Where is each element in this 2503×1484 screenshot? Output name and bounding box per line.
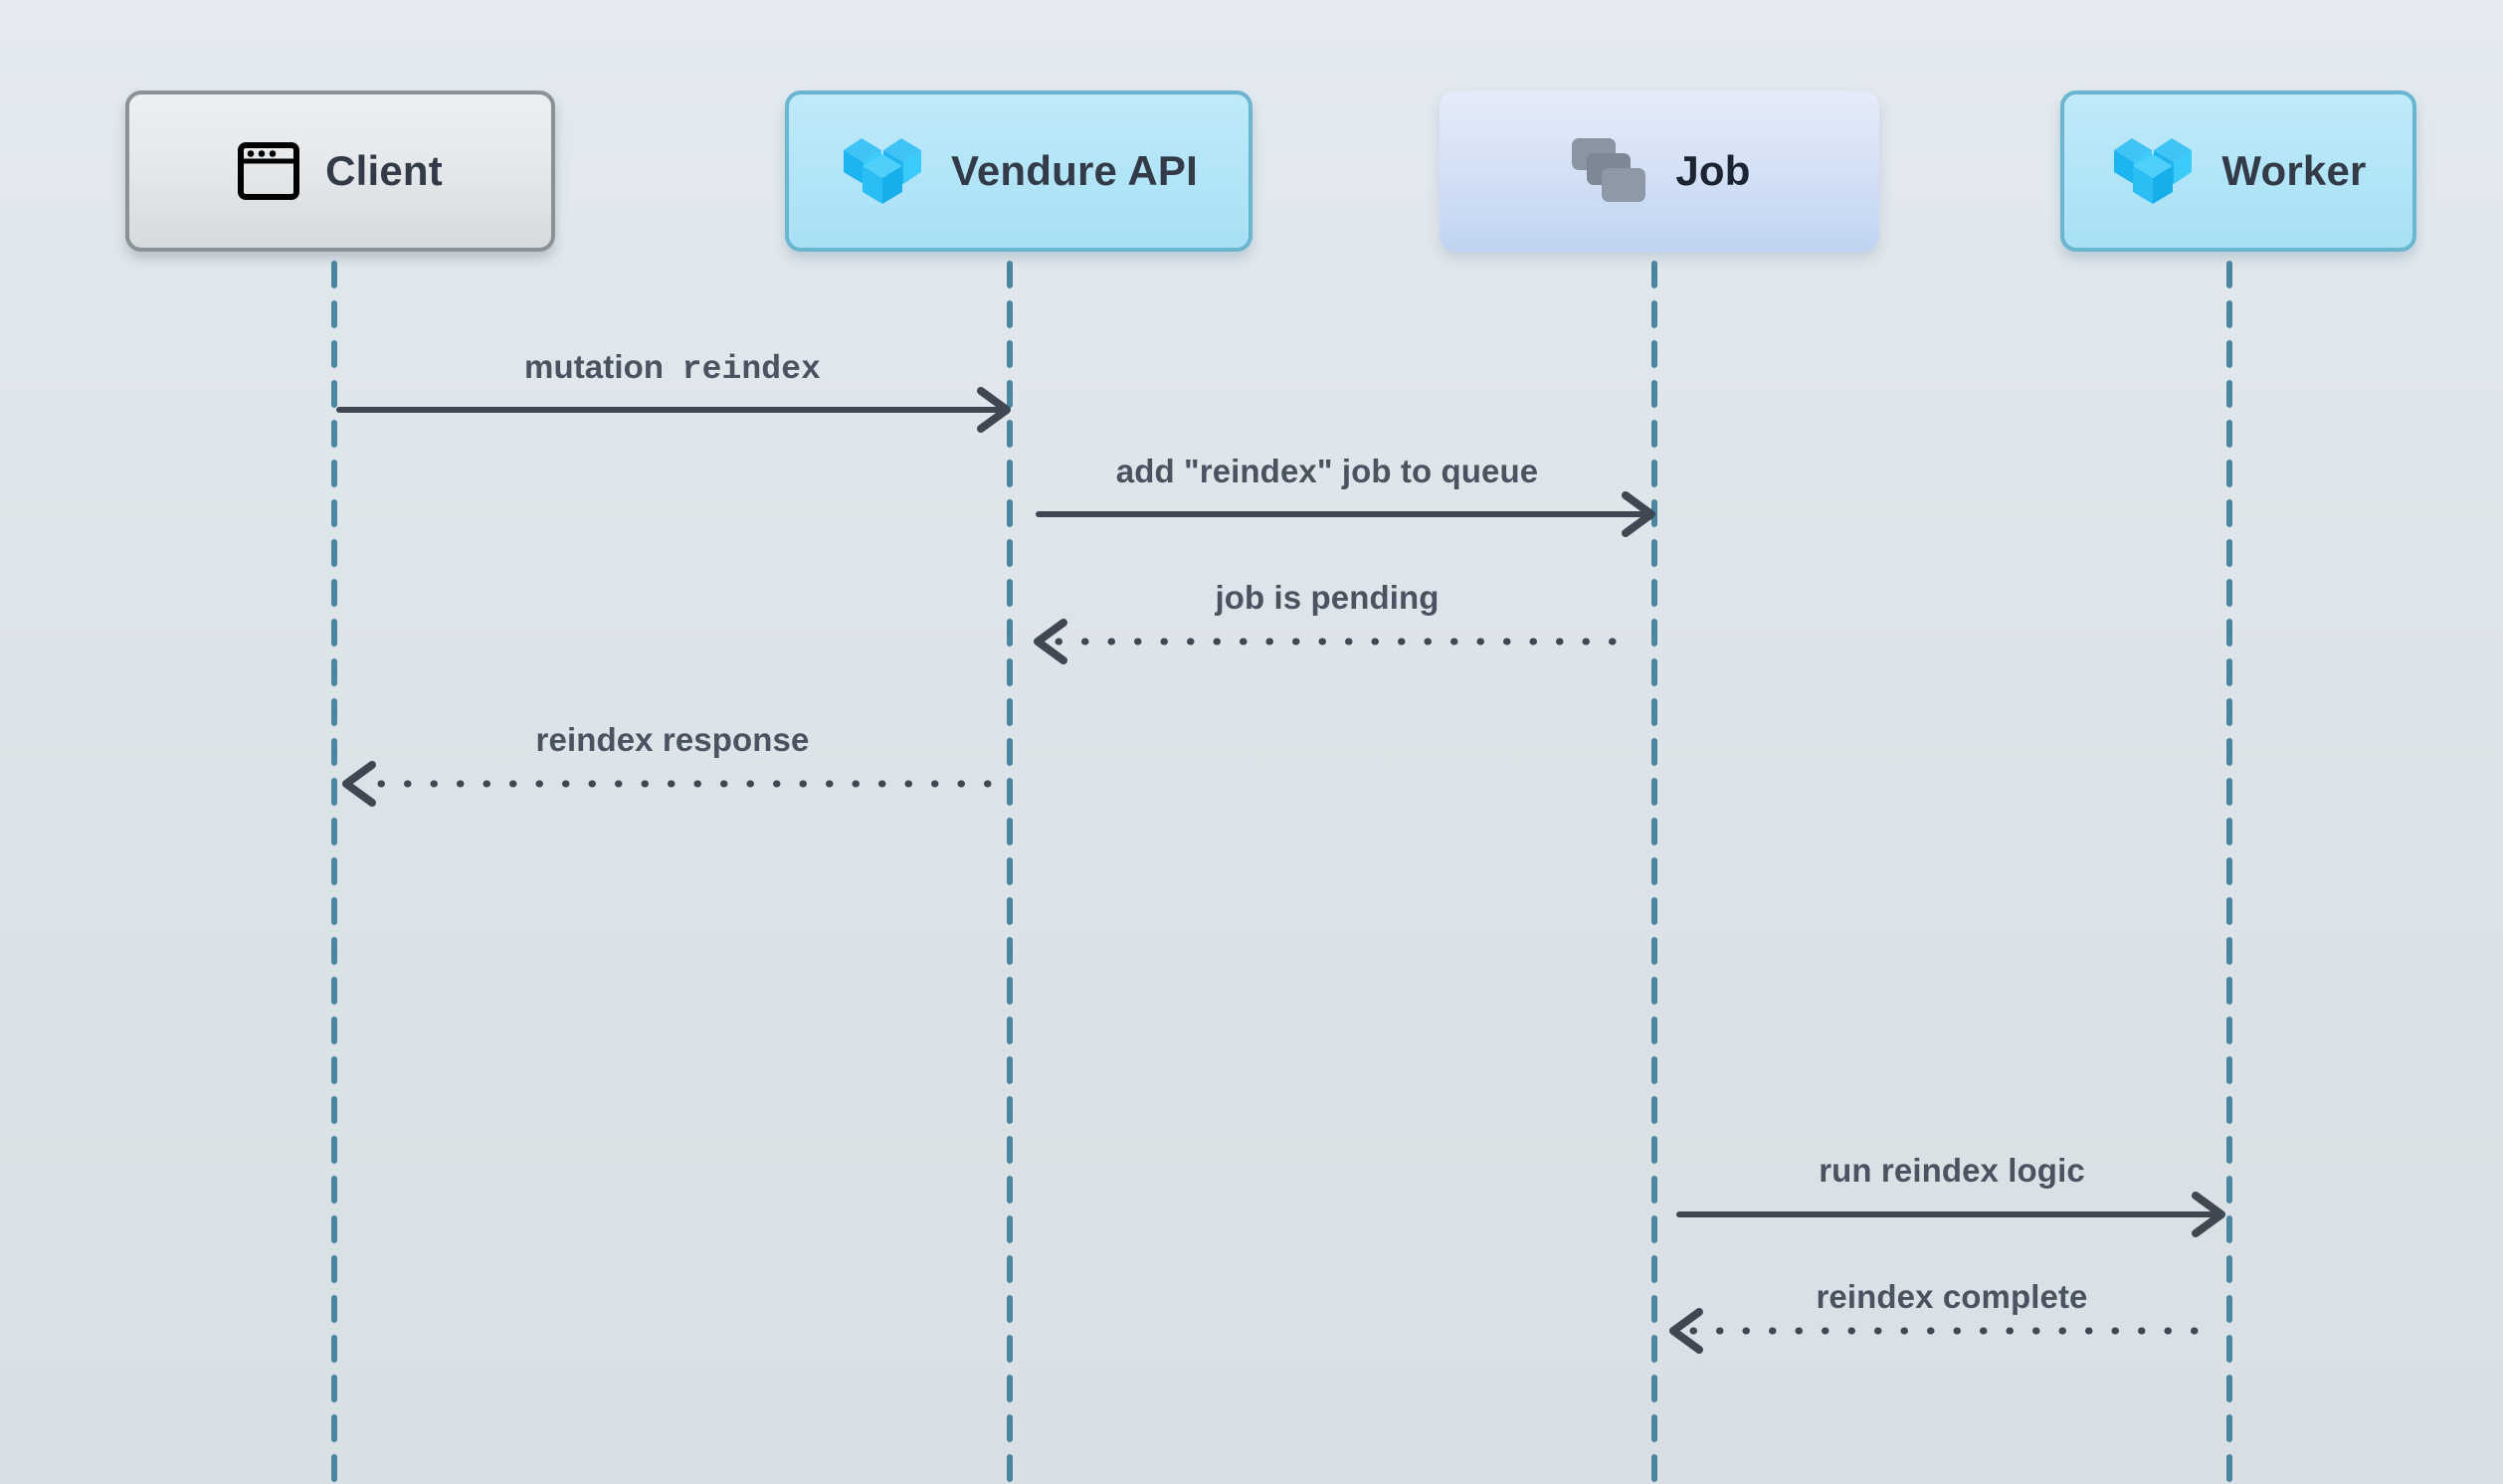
actor-box-job[interactable]: Job — [1440, 91, 1879, 252]
arrow-head — [1622, 491, 1655, 537]
actor-box-client[interactable]: Client — [125, 91, 555, 252]
message-label-part: reindex complete — [1816, 1278, 2088, 1315]
arrow-head — [1669, 1308, 1703, 1354]
message-label-part: reindex response — [535, 721, 810, 758]
arrow-head — [977, 387, 1011, 433]
vendure-cubes-icon — [2110, 132, 2196, 210]
message-label-m3: job is pending — [1215, 581, 1439, 614]
stacked-cards-icon — [1568, 134, 1649, 208]
message-label-m6: reindex complete — [1816, 1280, 2087, 1313]
browser-window-icon — [238, 142, 300, 200]
message-label-part: reindex — [681, 351, 821, 388]
message-arrow-m5 — [1676, 1192, 2225, 1237]
actor-label-client: Client — [325, 147, 443, 194]
arrow-head — [2192, 1192, 2225, 1237]
message-label-part: add "reindex" job to queue — [1115, 453, 1539, 489]
message-arrow-m3 — [1034, 619, 1617, 664]
actor-label-job: Job — [1675, 147, 1751, 194]
message-arrow-m2 — [1036, 491, 1655, 537]
actor-box-vendure-api[interactable]: Vendure API — [785, 91, 1252, 252]
message-arrow-m1 — [336, 387, 1011, 433]
actor-label-worker: Worker — [2221, 147, 2367, 194]
vendure-cubes-icon — [840, 132, 925, 210]
message-label-m5: run reindex logic — [1819, 1154, 2085, 1187]
message-label-part: run reindex logic — [1819, 1152, 2085, 1189]
arrow-head — [342, 761, 376, 807]
message-label-part: mutation — [524, 348, 665, 385]
message-label-m1: mutation reindex — [524, 350, 821, 386]
message-label-part: job is pending — [1215, 579, 1440, 616]
arrow-head — [1034, 619, 1067, 664]
actor-label-vendure-api: Vendure API — [950, 147, 1199, 194]
message-label-m4: reindex response — [536, 723, 810, 756]
actor-box-worker[interactable]: Worker — [2060, 91, 2416, 252]
message-arrow-m6 — [1669, 1308, 2199, 1354]
message-arrow-m4 — [342, 761, 992, 807]
message-label-m2: add "reindex" job to queue — [1116, 455, 1538, 487]
